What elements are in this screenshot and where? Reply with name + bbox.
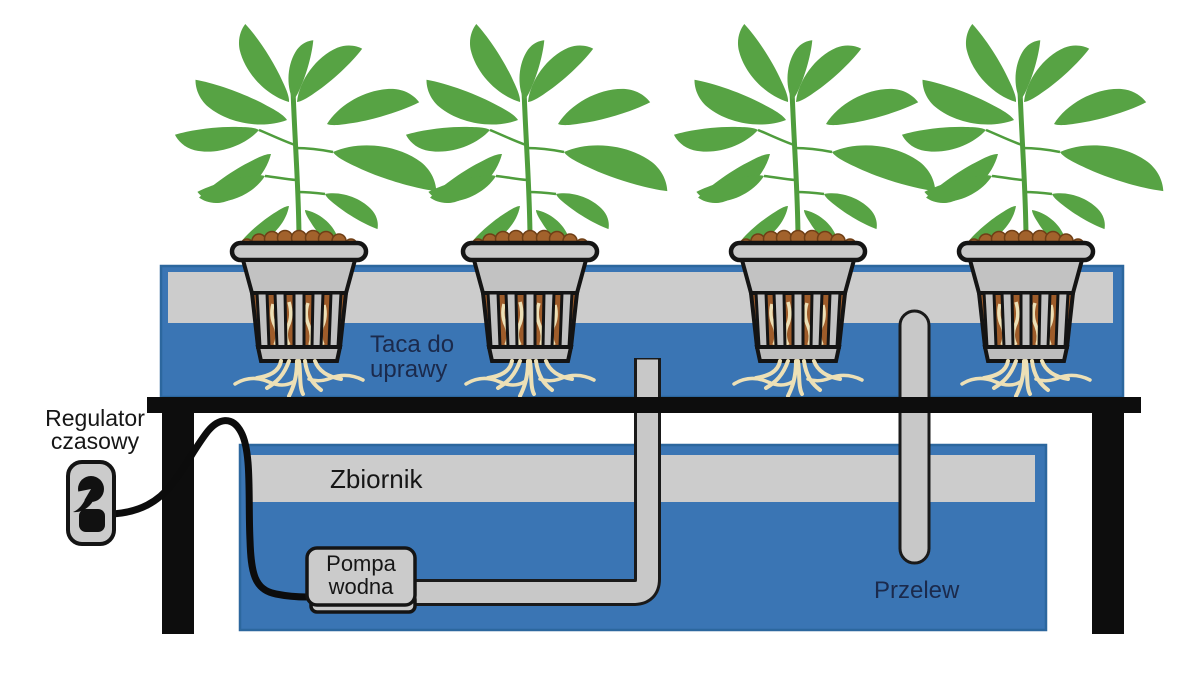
water-pump <box>305 546 417 614</box>
grow-tray-label-line1: Taca do <box>370 331 455 358</box>
table-frame <box>147 397 1141 634</box>
timer-label-line2: czasowy <box>50 427 140 454</box>
power-cable <box>109 417 311 601</box>
plant-3 <box>674 24 942 253</box>
plant-1 <box>175 24 443 253</box>
table-top <box>147 397 1141 413</box>
pump-pipe <box>410 358 661 606</box>
plants <box>175 24 1170 253</box>
pump-label-line2: wodna <box>328 574 394 600</box>
reservoir-label: Zbiornik <box>330 464 423 494</box>
timer-label-line1: Regulator <box>45 405 145 431</box>
plant-2 <box>406 24 674 253</box>
timer <box>66 460 116 546</box>
pump-label-line1: Pompa <box>326 551 396 576</box>
overflow-label: Przelew <box>874 577 960 604</box>
timer-button-icon <box>79 509 105 532</box>
grow-tray-label: Taca do uprawy <box>370 331 455 383</box>
table-leg-left <box>162 413 194 634</box>
plant-4 <box>902 24 1170 253</box>
timer-label: Regulator czasowy <box>18 407 172 452</box>
overflow-pipe <box>898 309 931 565</box>
timer-dial-icon <box>71 476 104 513</box>
pump-label: Pompa wodna <box>307 552 415 598</box>
grow-tray-label-line2: uprawy <box>370 355 448 383</box>
table-leg-right <box>1092 413 1124 634</box>
